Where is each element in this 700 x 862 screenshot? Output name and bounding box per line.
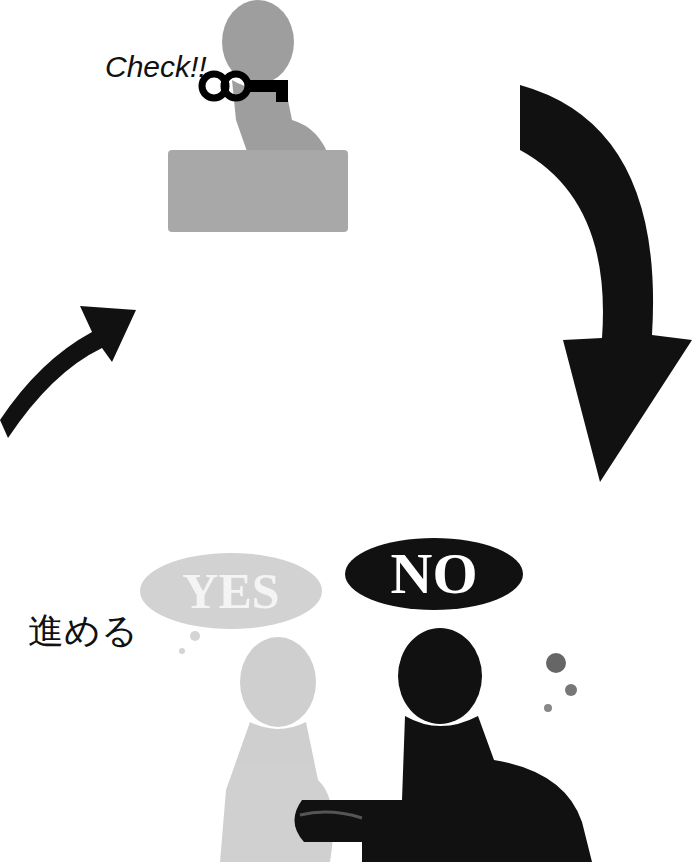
oval-fill	[140, 553, 322, 629]
node-text: NO	[391, 545, 478, 603]
hand-line	[300, 812, 362, 818]
curved-arrow	[0, 306, 136, 438]
person-body	[232, 80, 330, 160]
oval-fill	[345, 538, 523, 610]
yes-oval: YES	[140, 553, 322, 629]
node-text: YES	[182, 566, 279, 616]
thought-bubble	[179, 648, 185, 654]
key-symbol	[202, 74, 288, 102]
thought-bubble	[190, 631, 200, 641]
desk-block	[168, 150, 348, 232]
no-oval: NO	[345, 538, 523, 610]
curved-arrow	[520, 85, 692, 482]
person-body	[294, 716, 592, 862]
dark-person	[294, 628, 592, 862]
note-text: 進める	[28, 613, 138, 649]
thought-bubble	[546, 653, 566, 673]
thought-bubble	[565, 684, 577, 696]
person-head	[398, 628, 482, 724]
checking-person	[168, 0, 348, 232]
person-head	[240, 637, 316, 727]
key-tooth	[276, 88, 288, 102]
key-loop	[224, 74, 248, 98]
check-text: Check!!	[105, 52, 207, 82]
thought-bubble	[544, 704, 552, 712]
